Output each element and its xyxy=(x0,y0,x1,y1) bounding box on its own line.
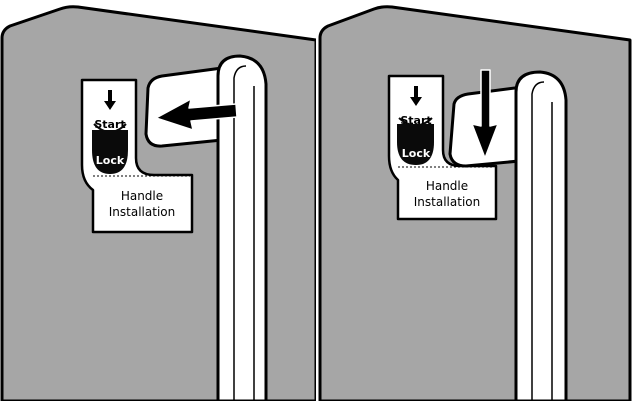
installation-sticker: Start Lock Handle Installation xyxy=(80,78,194,234)
slide-left-arrow-icon xyxy=(155,98,238,131)
sticker-lock-label: Lock xyxy=(96,154,125,167)
lock-tab xyxy=(92,130,128,174)
installation-sticker: Start Lock Handle Installation xyxy=(387,74,498,221)
door-handle xyxy=(216,54,268,401)
right-panel: Start Lock Handle Installation xyxy=(318,5,632,401)
push-down-arrow-icon xyxy=(471,69,499,159)
sticker-title-line-1: Handle xyxy=(121,189,163,203)
down-arrow-icon xyxy=(104,90,116,110)
door-handle xyxy=(514,70,568,401)
sticker-title-line-2: Installation xyxy=(109,205,175,219)
panel-divider xyxy=(316,0,320,401)
left-panel: Start Lock Handle Installation xyxy=(0,5,318,401)
sticker-start-label: Start xyxy=(400,114,431,127)
sticker-title-line-2: Installation xyxy=(414,195,480,209)
lock-tab xyxy=(397,124,434,165)
sticker-title-line-1: Handle xyxy=(426,179,468,193)
down-arrow-icon xyxy=(410,86,422,106)
sticker-lock-label: Lock xyxy=(402,147,431,160)
sticker-start-label: Start xyxy=(94,118,125,131)
